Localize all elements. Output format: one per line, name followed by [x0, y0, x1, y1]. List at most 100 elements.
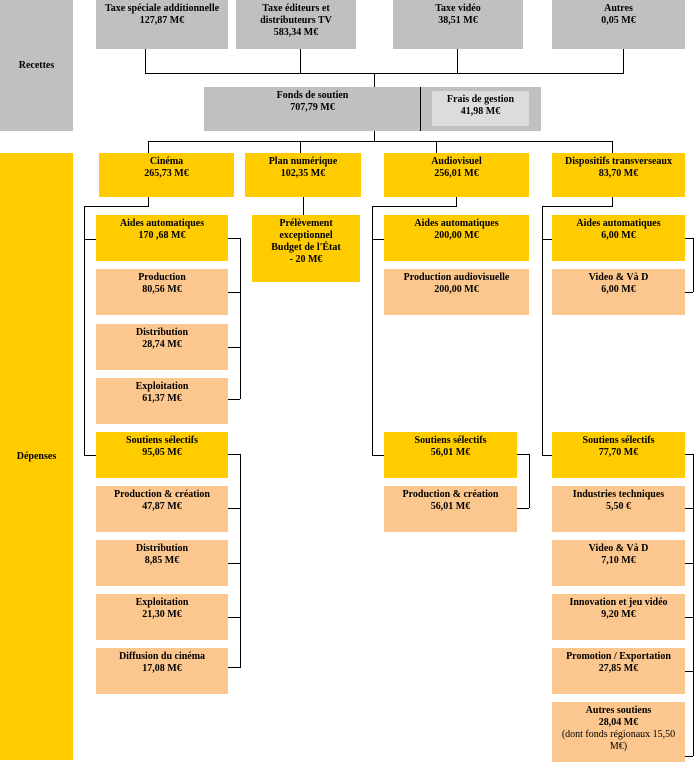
node-name: Distribution [135, 327, 189, 338]
connector [228, 347, 240, 348]
connector [148, 141, 149, 153]
category-audiovisuel: Audiovisuel 256,01 M€ [384, 153, 529, 197]
frais-name: Frais de gestion [446, 94, 515, 105]
cinema-sel-distribution: Distribution 8,85 M€ [96, 540, 228, 586]
connector [685, 238, 693, 239]
connector [456, 197, 457, 206]
connector [612, 141, 613, 153]
connector [228, 292, 240, 293]
transverses-auto-video: Video & Và D 6,00 M€ [552, 269, 685, 315]
category-name: Audiovisuel [431, 156, 482, 167]
connector [623, 49, 624, 73]
node-name: Diffusion du cinéma [118, 651, 206, 662]
node-name: Aides automatiques [576, 218, 661, 229]
node-value: 95,05 M€ [142, 447, 182, 458]
connector [300, 141, 301, 153]
transverses-aides-automatiques: Aides automatiques 6,00 M€ [552, 215, 685, 261]
category-value: 83,70 M€ [598, 168, 639, 179]
node-name: Video & Và D [588, 543, 649, 554]
connector [148, 197, 149, 206]
node-value: 28,04 M€ [598, 717, 639, 728]
audiovisuel-soutiens-selectifs: Soutiens sélectifs 56,01 M€ [384, 432, 517, 478]
cinema-soutiens-selectifs: Soutiens sélectifs 95,05 M€ [96, 432, 228, 478]
audiovisuel-auto-production: Production audiovisuelle 200,00 M€ [384, 269, 529, 315]
connector [145, 49, 146, 73]
connector [612, 197, 613, 206]
category-cinema: Cinéma 265,73 M€ [99, 153, 234, 197]
transverses-sel-promotion: Promotion / Exportation 27,85 M€ [552, 648, 685, 694]
recette-taxe-editeurs: Taxe éditeurs et distributeurs TV 583,34… [236, 0, 356, 49]
connector [685, 617, 693, 618]
category-value: 102,35 M€ [280, 168, 326, 179]
connector [84, 239, 96, 240]
connector [542, 455, 552, 456]
plan-prelevement: Prélèvement exceptionnel Budget de l'Éta… [252, 215, 360, 282]
connector [84, 206, 85, 455]
node-value: 17,08 M€ [142, 663, 182, 674]
audiovisuel-sel-production: Production & création 56,01 M€ [384, 486, 517, 532]
transverses-sel-industries: Industries techniques 5,50 € [552, 486, 685, 532]
connector [542, 239, 552, 240]
connector [517, 454, 529, 455]
node-name: Exploitation [135, 381, 189, 392]
node-name: Promotion / Exportation [566, 651, 671, 662]
recette-name: Taxe spéciale additionnelle [104, 3, 220, 14]
connector [240, 454, 241, 668]
connector [228, 508, 240, 509]
node-name: Production [138, 272, 186, 283]
connector [228, 454, 240, 455]
node-value: 21,30 M€ [142, 609, 182, 620]
cinema-sel-production: Production & création 47,87 M€ [96, 486, 228, 532]
recette-name: Taxe vidéo [435, 3, 481, 14]
cinema-auto-exploitation: Exploitation 61,37 M€ [96, 378, 228, 424]
node-value: 8,85 M€ [144, 555, 180, 566]
node-name: Innovation et jeu vidéo [569, 597, 668, 608]
category-name: Dispositifs transverseaux [565, 156, 672, 167]
connector [300, 49, 301, 73]
connector [228, 238, 240, 239]
node-name: Production & création [402, 489, 499, 500]
connector [436, 141, 437, 153]
recette-taxe-speciale: Taxe spéciale additionnelle 127,87 M€ [96, 0, 228, 49]
node-name: Aides automatiques [119, 218, 205, 229]
recette-autres: Autres 0,05 M€ [552, 0, 685, 49]
connector [693, 238, 694, 292]
node-line: - 20 M€ [289, 254, 323, 265]
category-name: Cinéma [149, 156, 184, 167]
cinema-auto-production: Production 80,56 M€ [96, 269, 228, 315]
node-value: 200,00 M€ [434, 230, 479, 241]
cinema-sel-diffusion: Diffusion du cinéma 17,08 M€ [96, 648, 228, 694]
depenses-section: Dépenses [0, 153, 73, 760]
node-value: 80,56 M€ [142, 284, 182, 295]
connector [685, 292, 693, 293]
node-name: Autres soutiens [585, 705, 652, 716]
node-name: Distribution [135, 543, 189, 554]
node-name: Soutiens sélectifs [582, 435, 655, 446]
connector [372, 455, 384, 456]
transverses-autres-soutiens: Autres soutiens 28,04 M€ (dont fonds rég… [552, 702, 685, 762]
connector [303, 197, 304, 215]
connector [685, 671, 693, 672]
recette-name: Autres [604, 3, 633, 14]
connector [84, 455, 96, 456]
cinema-auto-distribution: Distribution 28,74 M€ [96, 324, 228, 370]
node-value: 200,00 M€ [434, 284, 479, 295]
node-name: Production audiovisuelle [403, 272, 510, 283]
connector [372, 206, 457, 207]
recette-name: Taxe éditeurs et distributeurs TV [260, 3, 332, 26]
connector [84, 206, 149, 207]
node-name: Video & Và D [588, 272, 649, 283]
recette-value: 583,34 M€ [273, 27, 319, 38]
connector [685, 756, 693, 757]
connector [374, 131, 375, 141]
category-name: Plan numérique [268, 156, 338, 167]
node-value: 6,00 M€ [601, 284, 636, 295]
category-value: 256,01 M€ [434, 168, 479, 179]
connector [693, 454, 694, 756]
connector [685, 563, 693, 564]
node-value: 170 ,68 M€ [138, 230, 186, 241]
node-name: Aides automatiques [414, 218, 499, 229]
connector [145, 73, 624, 74]
recettes-section: Recettes [0, 0, 73, 131]
connector [228, 667, 240, 668]
